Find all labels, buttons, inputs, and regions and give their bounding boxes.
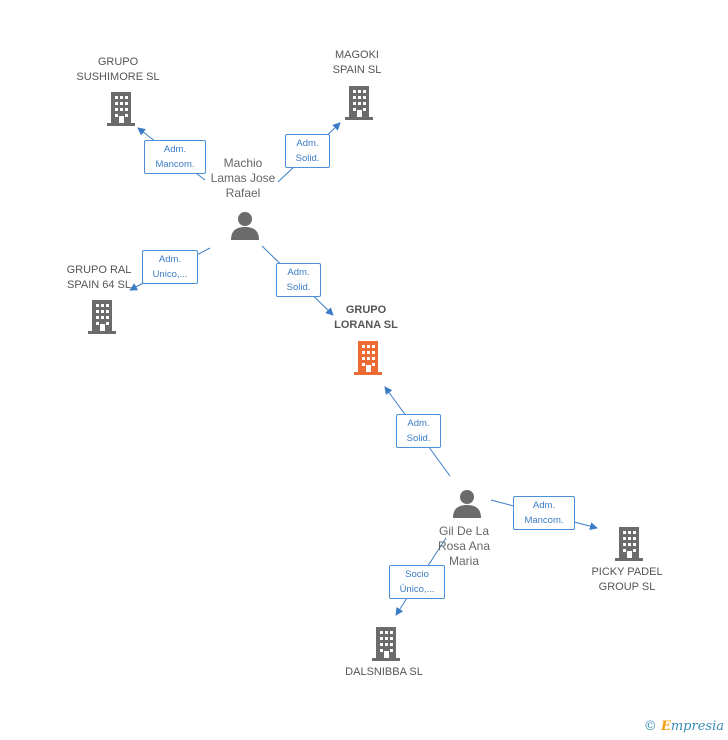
person-label-machio-lamas[interactable]: Machio Lamas Jose Rafael [210,156,276,200]
person-label-gil-de-la-rosa[interactable]: Gil De La Rosa Ana Maria [437,524,491,568]
brand-name: mpresia [670,719,724,734]
building-icon[interactable] [343,84,375,120]
edge-label-machio-ral[interactable]: Adm. Unico,... [142,250,198,284]
person-icon[interactable] [452,488,482,518]
edge-label-gil-picky[interactable]: Adm. Mancom. [513,496,575,530]
edge-label-machio-sushimore[interactable]: Adm. Mancom. [144,140,206,174]
person-icon[interactable] [230,210,260,240]
building-icon[interactable] [86,298,118,334]
empresia-logo: © Empresia [644,719,724,734]
edge-label-machio-lorana[interactable]: Adm. Solid. [276,263,321,297]
building-icon[interactable] [105,90,137,126]
company-label-grupo-lorana[interactable]: GRUPO LORANA SL [334,304,398,331]
company-label-magoki-spain[interactable]: MAGOKI SPAIN SL [332,49,382,76]
edge-label-gil-lorana[interactable]: Adm. Solid. [396,414,441,448]
company-label-grupo-ral-spain[interactable]: GRUPO RAL SPAIN 64 SL [66,264,132,291]
copyright-symbol: © [643,719,657,734]
company-label-grupo-sushimore[interactable]: GRUPO SUSHIMORE SL [76,56,160,83]
building-icon[interactable] [370,625,402,661]
edge-label-machio-magoki[interactable]: Adm. Solid. [285,134,330,168]
building-icon-focus[interactable] [352,339,384,375]
building-icon[interactable] [613,525,645,561]
edge-label-gil-dalsnibba[interactable]: Socio Único,... [389,565,445,599]
company-label-dalsnibba[interactable]: DALSNIBBA SL [345,666,423,678]
company-label-picky-padel[interactable]: PICKY PADEL GROUP SL [591,566,663,593]
brand-initial: E [660,719,671,734]
